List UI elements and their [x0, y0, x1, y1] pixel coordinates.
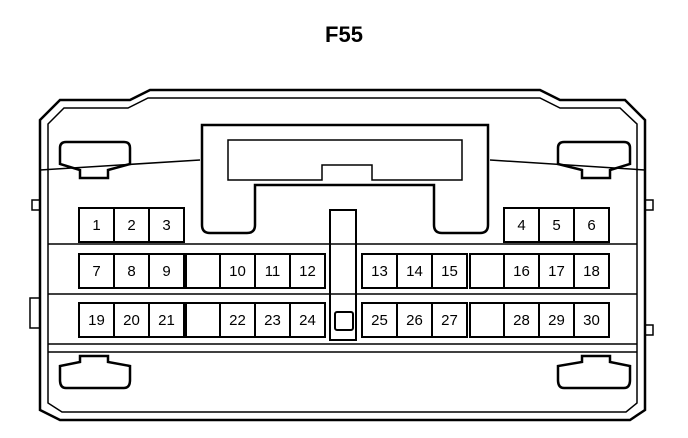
pin-label-27: 27: [441, 312, 458, 329]
center-lock-tab: [200, 123, 490, 235]
side-nub-right-mid: [644, 324, 654, 336]
pin-label-5: 5: [552, 217, 560, 234]
pin-cavity-empty: [469, 302, 506, 338]
latch-bottom-left: [58, 354, 132, 390]
pin-label-22: 22: [229, 312, 246, 329]
latch-top-right: [556, 140, 632, 180]
pin-label-29: 29: [548, 312, 565, 329]
side-nub-left-top: [31, 199, 41, 211]
side-rail-top-right: [489, 159, 646, 171]
pin-cavity-9: [148, 253, 185, 289]
pin-cavity-empty: [469, 253, 506, 289]
pin-label-28: 28: [513, 312, 530, 329]
pin-cavity-8: [113, 253, 150, 289]
pin-cavity-empty: [185, 302, 222, 338]
pin-label-11: 11: [265, 263, 281, 280]
pin-cavity-30: [573, 302, 610, 338]
pin-cavity-12: [289, 253, 326, 289]
pin-label-3: 3: [162, 217, 170, 234]
pin-label-25: 25: [371, 312, 388, 329]
pin-label-19: 19: [88, 312, 105, 329]
pin-cavity-23: [254, 302, 291, 338]
pin-label-16: 16: [513, 263, 530, 280]
pin-cavity-20: [113, 302, 150, 338]
pin-label-20: 20: [123, 312, 140, 329]
pin-label-15: 15: [441, 263, 458, 280]
pin-cavity-21: [148, 302, 185, 338]
pin-label-6: 6: [587, 217, 595, 234]
pin-label-10: 10: [229, 263, 246, 280]
pin-cavity-13: [361, 253, 398, 289]
connector-title: F55: [325, 22, 363, 47]
pin-cavity-17: [538, 253, 575, 289]
pin-cavity-11: [254, 253, 291, 289]
side-nub-left-mid: [29, 297, 41, 329]
pin-cavity-4: [503, 207, 540, 243]
pin-cavity-28: [503, 302, 540, 338]
pin-cavity-6: [573, 207, 610, 243]
pin-label-18: 18: [583, 263, 600, 280]
latch-bottom-right: [556, 354, 632, 390]
pin-label-14: 14: [406, 263, 423, 280]
pin-cavity-15: [431, 253, 468, 289]
connector-housing-inner: [47, 97, 638, 413]
latch-top-left: [58, 140, 132, 180]
pin-cavity-18: [573, 253, 610, 289]
pin-label-17: 17: [548, 263, 565, 280]
pin-label-4: 4: [517, 217, 525, 234]
pin-cavity-14: [396, 253, 433, 289]
pin-cavity-5: [538, 207, 575, 243]
pin-label-1: 1: [92, 217, 100, 234]
pin-label-30: 30: [583, 312, 600, 329]
center-key-slot: [329, 209, 357, 341]
pin-cavity-19: [78, 302, 115, 338]
side-nub-right-top: [644, 199, 654, 211]
pin-label-26: 26: [406, 312, 423, 329]
pin-cavity-empty: [185, 253, 222, 289]
pin-label-7: 7: [92, 263, 100, 280]
pin-label-21: 21: [158, 312, 175, 329]
pin-cavity-27: [431, 302, 468, 338]
pin-cavity-24: [289, 302, 326, 338]
pin-label-2: 2: [127, 217, 135, 234]
pin-label-24: 24: [299, 312, 316, 329]
connector-housing-outline: [38, 88, 647, 422]
center-lock-tab-inner: [227, 139, 463, 181]
side-rail-top-left: [39, 159, 201, 171]
center-key-square: [334, 311, 354, 331]
pin-label-12: 12: [299, 263, 316, 280]
pin-label-13: 13: [371, 263, 388, 280]
pin-label-23: 23: [264, 312, 281, 329]
pin-cavity-3: [148, 207, 185, 243]
pin-label-9: 9: [162, 263, 170, 280]
pin-label-8: 8: [127, 263, 135, 280]
pin-cavity-29: [538, 302, 575, 338]
pin-cavity-1: [78, 207, 115, 243]
